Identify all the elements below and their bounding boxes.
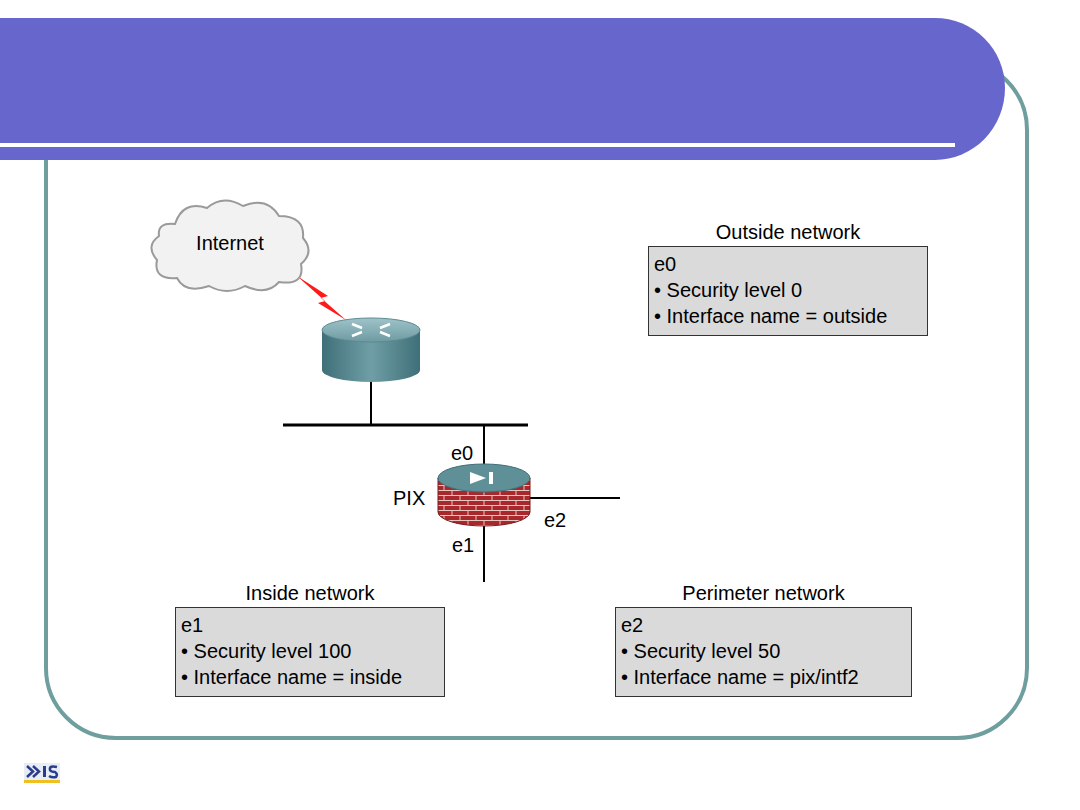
info-box: e2• Security level 50• Interface name = … (615, 607, 912, 697)
wire (530, 497, 620, 499)
interface-id: e1 (181, 612, 436, 638)
network-heading: Inside network (175, 581, 445, 605)
wire (483, 525, 485, 582)
info-line: • Interface name = inside (181, 664, 436, 690)
network-info: Outside networke0• Security level 0• Int… (648, 220, 928, 336)
network-info: Inside networke1• Security level 100• In… (175, 581, 445, 697)
serial-link (297, 276, 346, 320)
info-line: • Interface name = pix/intf2 (621, 664, 903, 690)
slide-frame (46, 60, 1027, 738)
header-rule (0, 143, 955, 147)
interface-label: e0 (451, 441, 473, 465)
interface-id: e0 (654, 251, 919, 277)
info-line: • Security level 0 (654, 277, 919, 303)
device-label: PIX (393, 486, 425, 510)
interface-label: e2 (544, 508, 566, 532)
info-line: • Security level 50 (621, 638, 903, 664)
logo (24, 763, 60, 783)
header-band (0, 18, 1005, 160)
firewall-symbol (438, 464, 530, 526)
interface-label: e1 (452, 533, 474, 557)
cloud-node: Internet (145, 194, 315, 296)
wire (370, 382, 372, 425)
info-box: e0• Security level 0• Interface name = o… (648, 246, 928, 336)
wire (483, 425, 485, 470)
interface-id: e2 (621, 612, 903, 638)
network-heading: Perimeter network (615, 581, 912, 605)
router-symbol (322, 318, 420, 382)
cloud-label: Internet (145, 232, 315, 255)
info-line: • Interface name = outside (654, 303, 919, 329)
lan-bus (283, 424, 528, 427)
network-info: Perimeter networke2• Security level 50• … (615, 581, 912, 697)
info-box: e1• Security level 100• Interface name =… (175, 607, 445, 697)
info-line: • Security level 100 (181, 638, 436, 664)
network-heading: Outside network (648, 220, 928, 244)
